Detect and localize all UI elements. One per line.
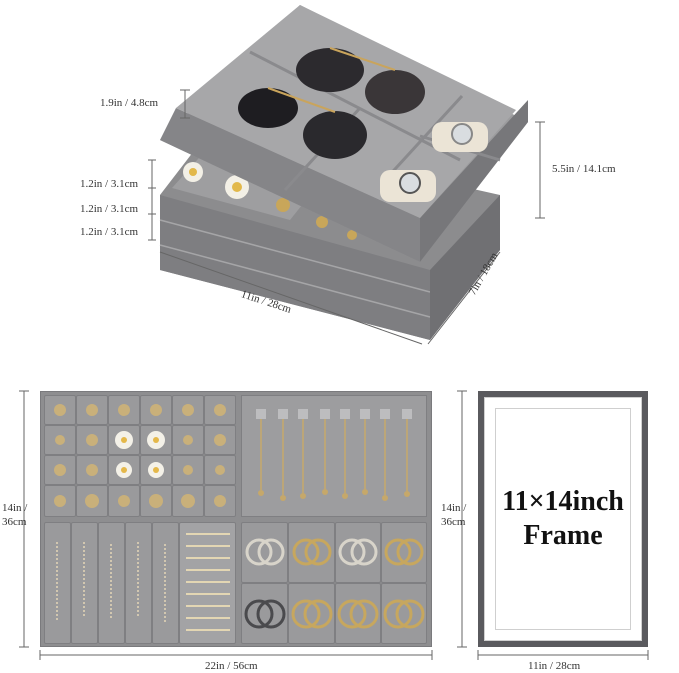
necklace-tray — [241, 395, 427, 517]
flat-height-label: 14in / 36cm — [2, 502, 28, 528]
frame-mat: 11×14inch Frame — [484, 397, 642, 641]
frame-height-label: 14in / 36cm — [441, 502, 467, 528]
watch-icon — [380, 170, 436, 202]
frame-title-line2: Frame — [523, 520, 603, 551]
frame-opening: 11×14inch Frame — [495, 408, 631, 630]
dimension-lines — [148, 89, 545, 345]
total-height-label: 5.5in / 14.1cm — [552, 163, 616, 175]
layer-height-label: 1.2in / 3.1cm — [80, 178, 139, 190]
hoop-decorations — [244, 538, 425, 629]
flat-width-label: 22in / 56cm — [205, 660, 258, 672]
brooch-icon — [276, 198, 290, 212]
flat-tray-layout — [40, 391, 432, 647]
bracelet-decorations — [56, 533, 230, 631]
frame-width-label: 11in / 28cm — [528, 660, 581, 672]
layer-height-label: 1.2in / 3.1cm — [80, 226, 139, 238]
top-tray-height-label: 1.9in / 4.8cm — [100, 97, 159, 109]
hoop-earring-tray — [241, 522, 427, 644]
stacked-trays-photo — [148, 5, 545, 345]
watch-icon — [432, 122, 488, 152]
sunglasses-icon — [238, 47, 425, 159]
picture-frame: 11×14inch Frame — [478, 391, 648, 647]
earring-grid-tray — [44, 395, 236, 517]
frame-title-line1: 11×14inch — [502, 486, 624, 517]
layer-height-label: 1.2in / 3.1cm — [80, 203, 139, 215]
flat-dimension-lines — [19, 390, 649, 660]
earring-decorations — [54, 404, 226, 508]
necklace-decorations — [256, 409, 412, 501]
